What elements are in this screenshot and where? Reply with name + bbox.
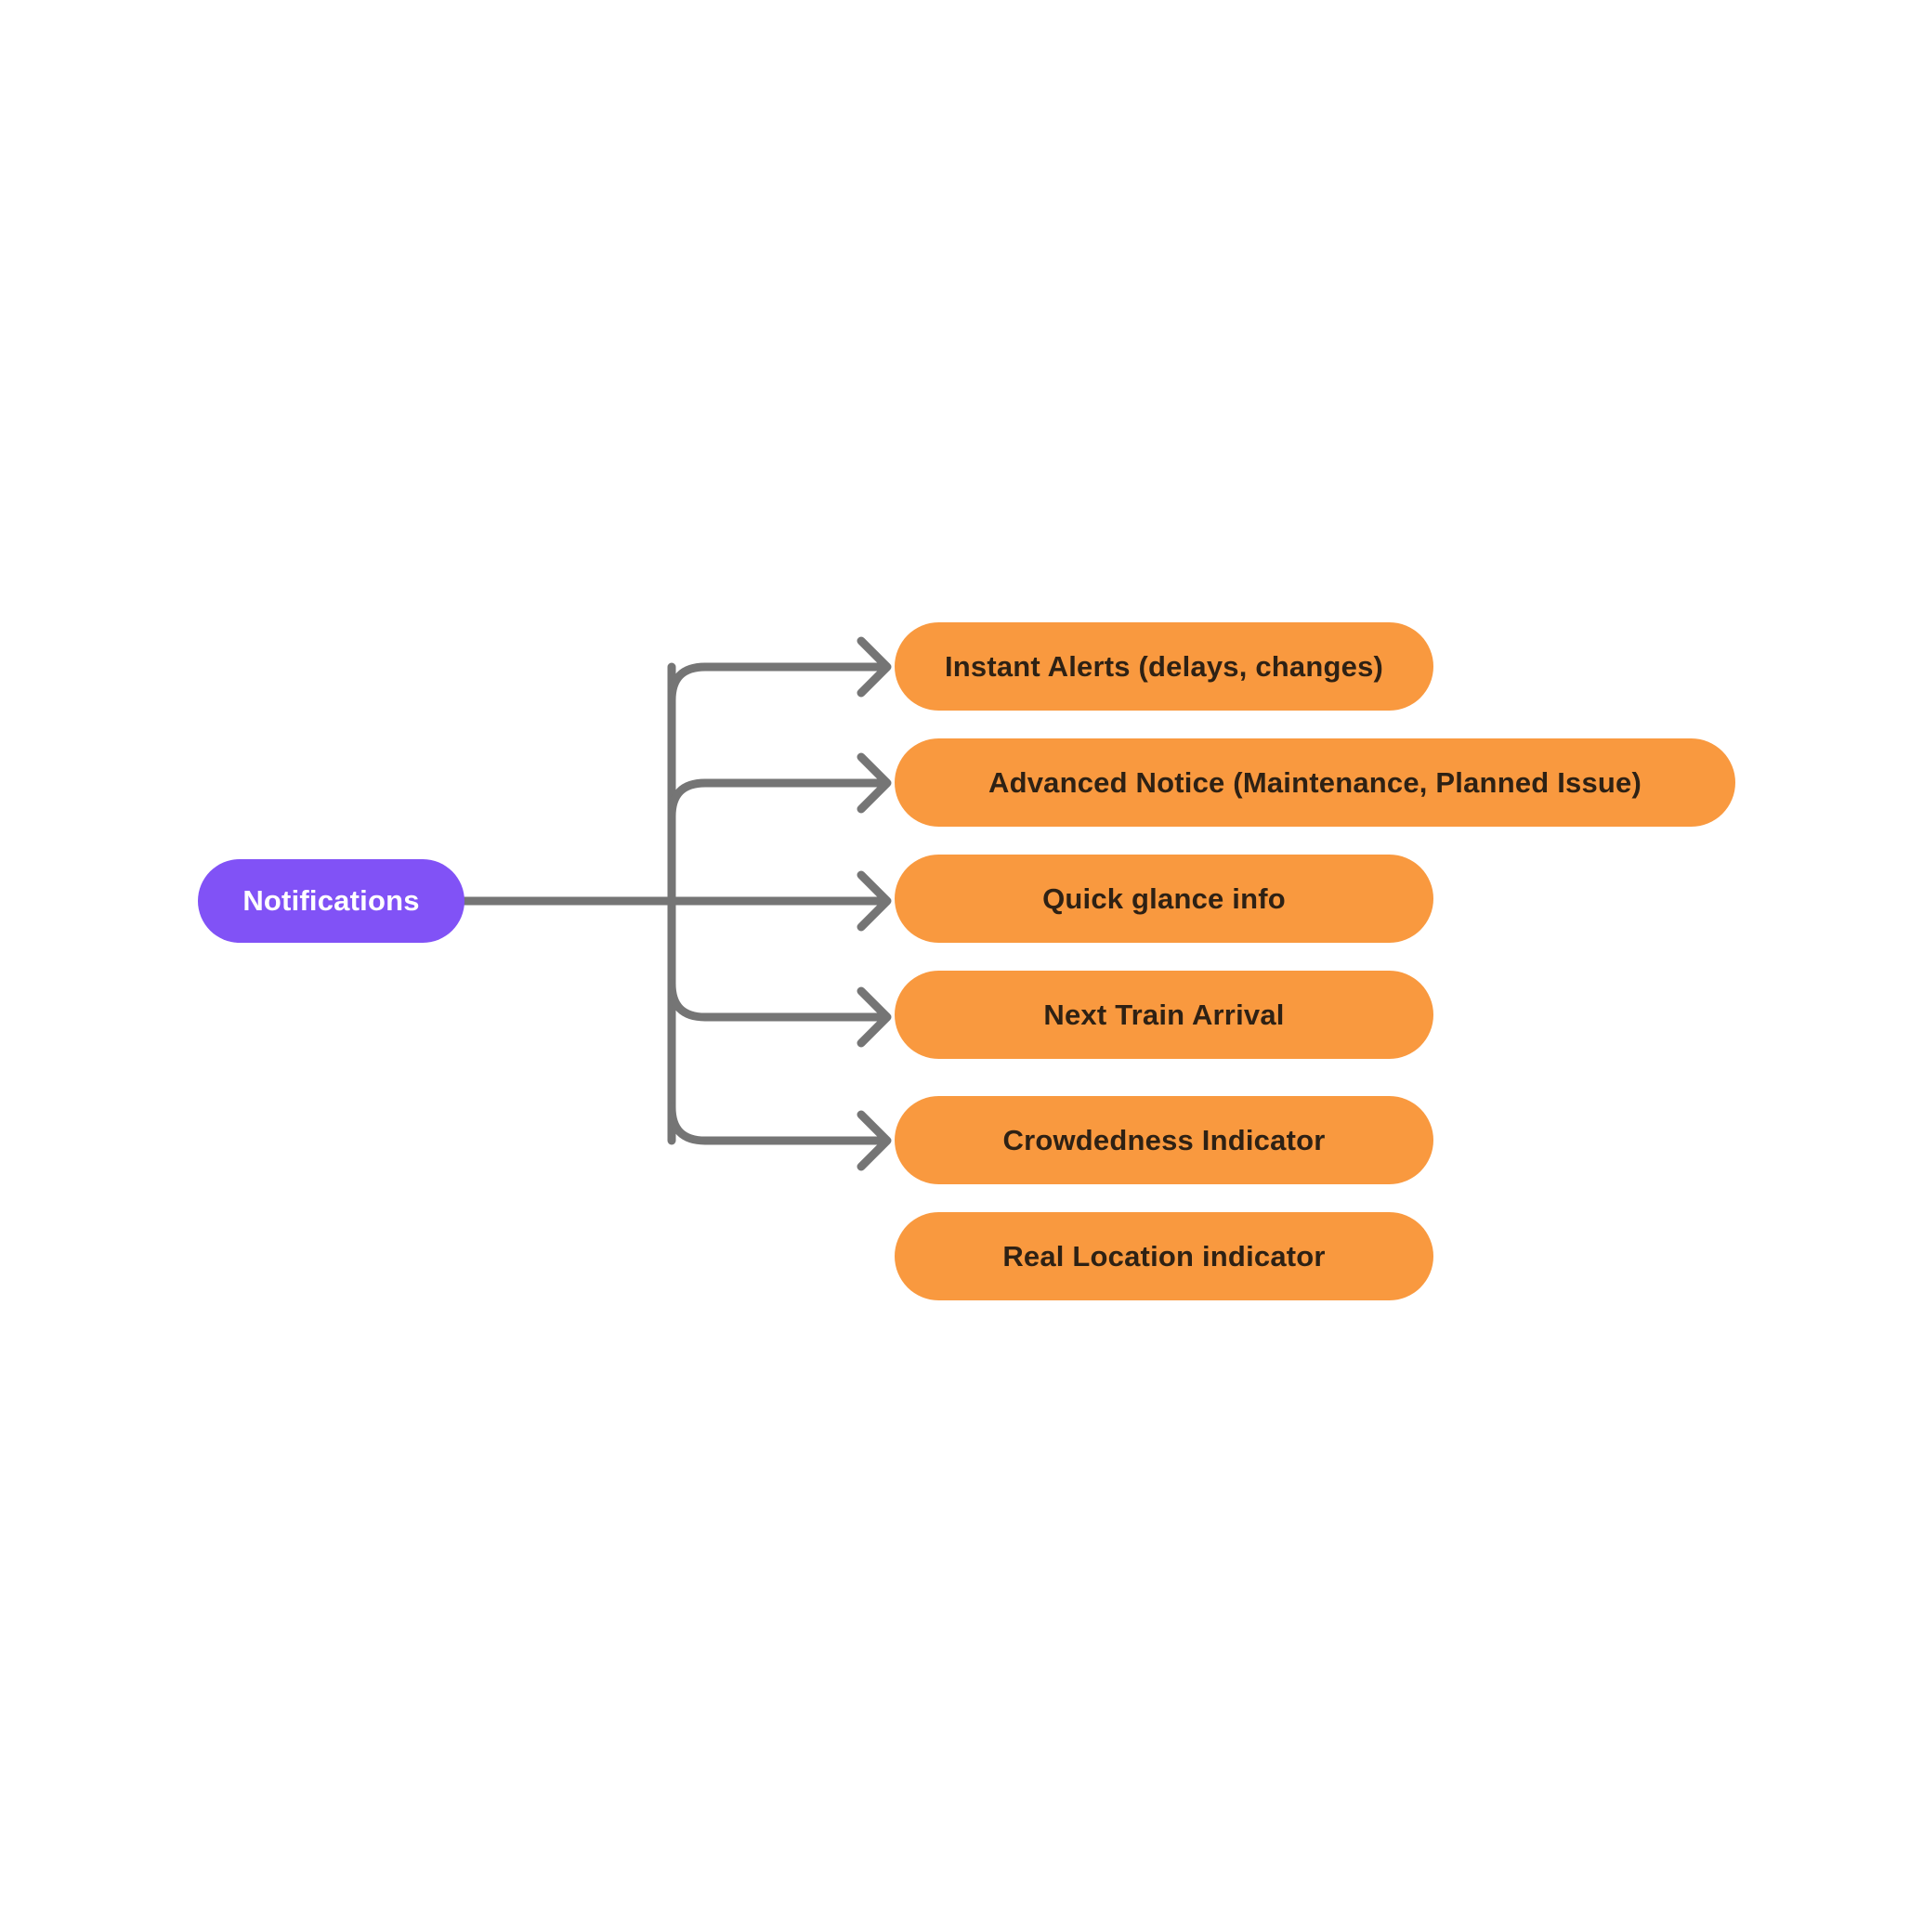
leaf-node-quick-glance-info[interactable]: Quick glance info xyxy=(895,855,1433,943)
arrow-head-icon xyxy=(857,986,892,1048)
root-node-notifications[interactable]: Notifications xyxy=(198,859,464,943)
connector-line xyxy=(667,979,883,1022)
leaf-node-advanced-notice[interactable]: Advanced Notice (Maintenance, Planned Is… xyxy=(895,738,1735,827)
leaf-node-label: Real Location indicator xyxy=(1002,1239,1326,1273)
leaf-node-label: Crowdedness Indicator xyxy=(1002,1123,1326,1156)
arrow-head-icon xyxy=(857,870,892,932)
connector-line xyxy=(667,778,883,821)
arrow-head-icon xyxy=(857,636,892,698)
leaf-node-real-location-indicator[interactable]: Real Location indicator xyxy=(895,1212,1433,1300)
leaf-node-label: Instant Alerts (delays, changes) xyxy=(944,649,1384,683)
connector-line xyxy=(667,662,883,705)
arrow-head-icon xyxy=(857,752,892,814)
leaf-node-next-train-arrival[interactable]: Next Train Arrival xyxy=(895,971,1433,1059)
leaf-node-instant-alerts[interactable]: Instant Alerts (delays, changes) xyxy=(895,622,1433,711)
leaf-node-label: Next Train Arrival xyxy=(1043,998,1285,1031)
leaf-node-label: Quick glance info xyxy=(1042,881,1286,915)
leaf-node-label: Advanced Notice (Maintenance, Planned Is… xyxy=(988,765,1642,799)
connector-line xyxy=(667,1103,883,1145)
leaf-node-crowdedness-indicator[interactable]: Crowdedness Indicator xyxy=(895,1096,1433,1184)
root-node-label: Notifications xyxy=(242,884,420,917)
arrow-head-icon xyxy=(857,1110,892,1171)
